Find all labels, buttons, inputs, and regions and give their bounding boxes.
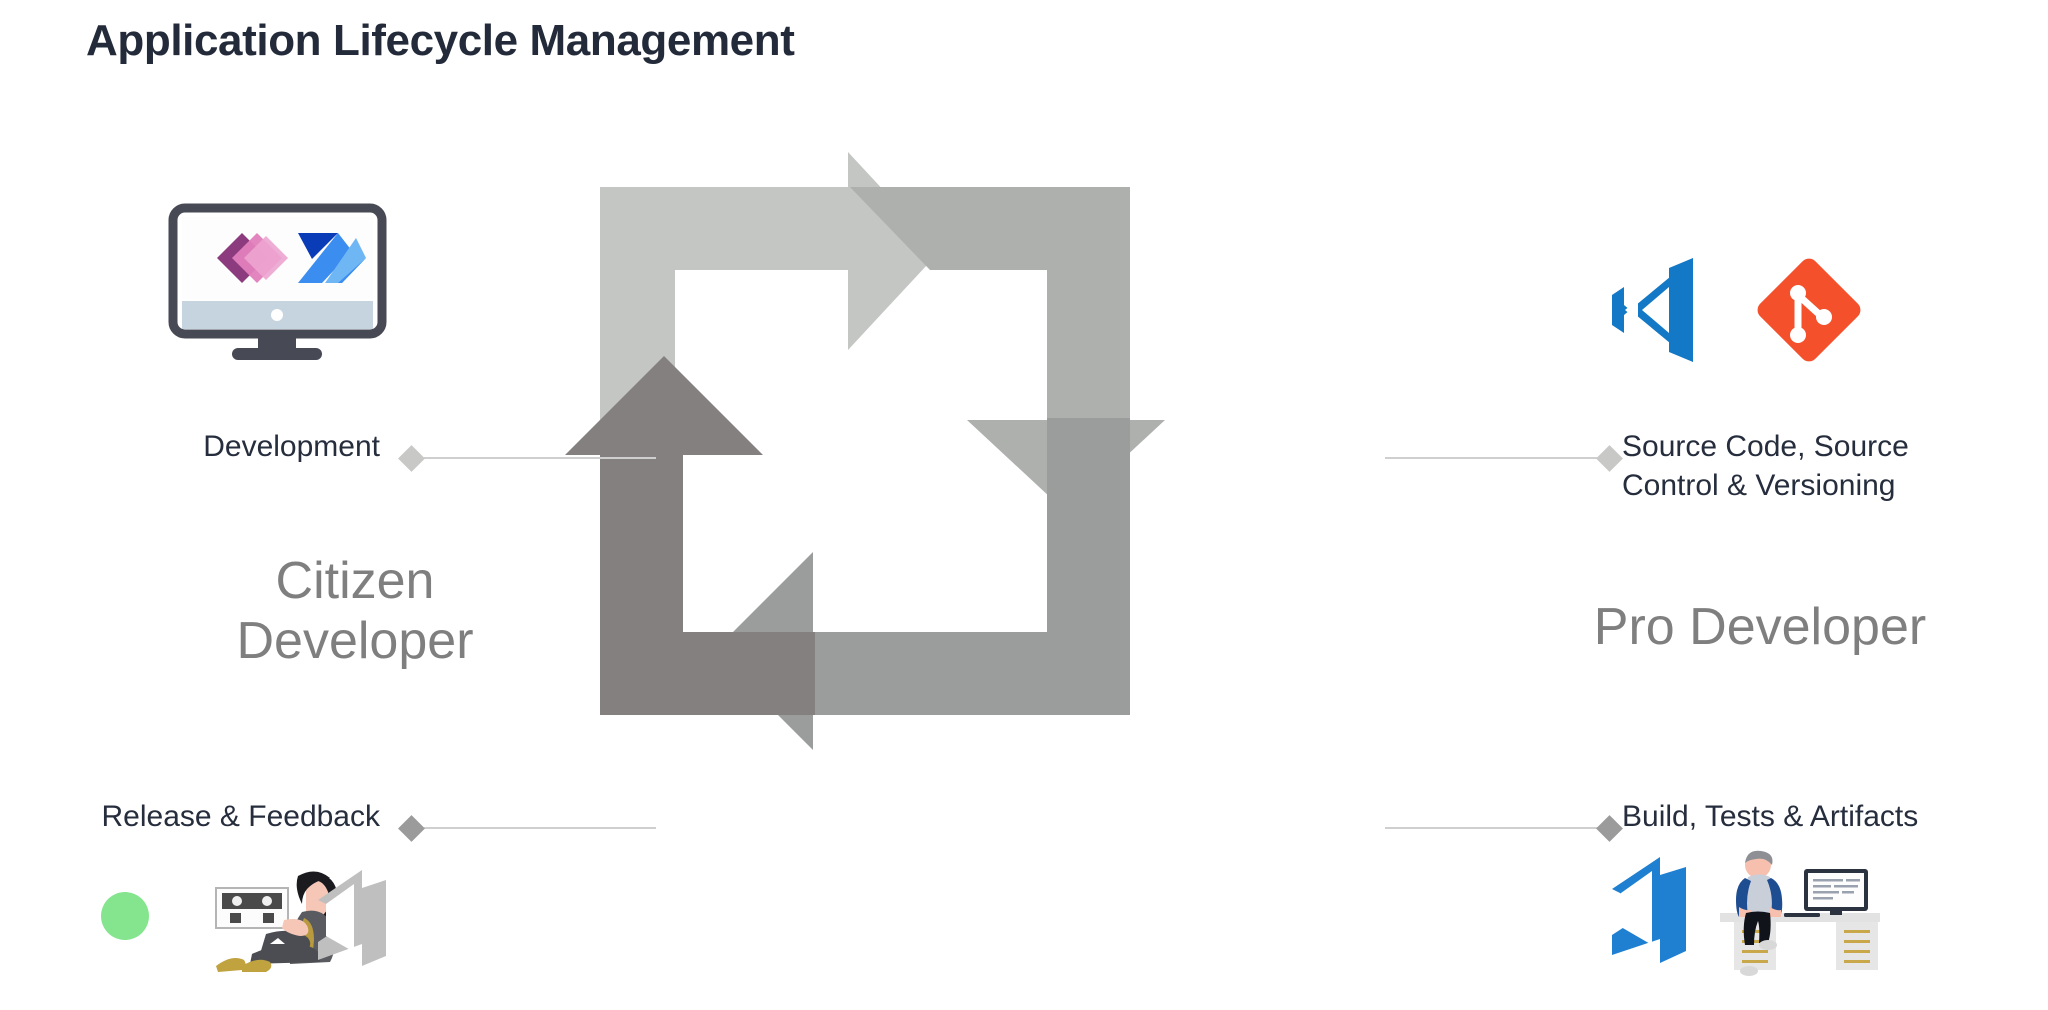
power-automate-logo-icon <box>298 233 366 283</box>
node-label-development: Development <box>203 430 380 463</box>
connector-line-development <box>424 457 656 459</box>
icon-group-development <box>168 203 387 365</box>
visual-studio-icon <box>1612 258 1693 362</box>
icon-group-release-feedback <box>70 862 400 982</box>
persona-label-pro-developer: Pro Developer <box>1593 598 1927 656</box>
connector-line-release-feedback <box>424 827 656 829</box>
cycle-arrow-segment-4 <box>565 356 815 715</box>
bullet-diamond-source-code <box>1596 445 1623 472</box>
developer-at-desk-illustration <box>1720 850 1880 976</box>
bullet-diamond-build-tests <box>1596 815 1623 842</box>
node-label-release-feedback: Release & Feedback <box>101 800 381 833</box>
icon-group-build-tests <box>1608 845 1898 980</box>
connector-line-build-tests <box>1385 827 1610 829</box>
bullet-diamond-release-feedback <box>398 815 425 842</box>
bullet-diamond-development <box>398 445 425 472</box>
azure-devops-gray-icon <box>318 870 386 966</box>
power-platform-icon <box>76 870 174 962</box>
icon-group-source-code <box>1612 255 1862 365</box>
page-title: Application Lifecycle Management <box>86 16 795 65</box>
azure-devops-blue-icon <box>1612 857 1686 963</box>
connector-line-source-code <box>1385 457 1610 459</box>
cycle-arrow-segment-3 <box>714 418 1130 750</box>
persona-label-citizen-developer: Citizen Developer <box>236 552 474 670</box>
node-label-source-code: Source Code, Source Control & Versioning <box>1622 430 1909 502</box>
node-label-build-tests: Build, Tests & Artifacts <box>1622 800 1919 833</box>
power-apps-logo-icon <box>217 233 288 283</box>
lifecycle-cycle-diagram <box>565 152 1440 980</box>
monitor-powerapps-powerautomate-icon <box>168 203 387 360</box>
git-icon <box>1757 258 1861 362</box>
cycle-arrow-segment-1 <box>600 152 940 530</box>
